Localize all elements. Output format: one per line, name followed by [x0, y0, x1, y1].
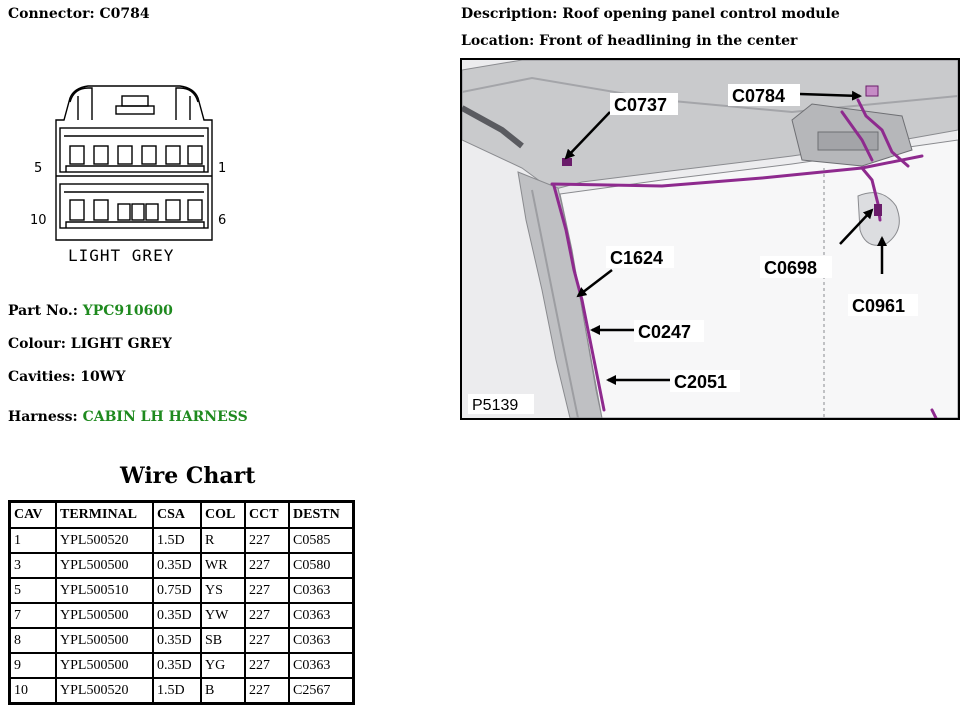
- harness-line: Harness: CABIN LH HARNESS: [8, 409, 248, 425]
- callout-c2051: C2051: [674, 372, 727, 392]
- cavities-line: Cavities: 10WY: [8, 369, 126, 385]
- cell-destn: C0363: [289, 653, 353, 678]
- cell-cct: 227: [245, 653, 289, 678]
- cell-destn: C0363: [289, 603, 353, 628]
- cell-destn: C0585: [289, 528, 353, 553]
- cell-terminal: YPL500500: [56, 603, 153, 628]
- colour-label: Colour:: [8, 336, 66, 352]
- cell-cav: 10: [10, 678, 56, 703]
- table-row: 9 YPL500500 0.35D YG 227 C0363: [10, 653, 353, 678]
- pin-label-5: 5: [34, 161, 42, 176]
- location-label: Location:: [461, 33, 535, 49]
- callout-c0737: C0737: [614, 95, 667, 115]
- cell-csa: 0.35D: [153, 603, 201, 628]
- cell-col: YW: [201, 603, 245, 628]
- cell-cct: 227: [245, 603, 289, 628]
- location-line: Location: Front of headlining in the cen…: [461, 33, 797, 49]
- table-row: 7 YPL500500 0.35D YW 227 C0363: [10, 603, 353, 628]
- cell-col: B: [201, 678, 245, 703]
- cell-col: YS: [201, 578, 245, 603]
- part-number-value: YPC910600: [82, 303, 173, 319]
- cell-terminal: YPL500500: [56, 653, 153, 678]
- table-row: 1 YPL500520 1.5D R 227 C0585: [10, 528, 353, 553]
- header-terminal: TERMINAL: [56, 502, 153, 528]
- cavities-label: Cavities:: [8, 369, 76, 385]
- vehicle-roof-illustration: C0737 C0784 C1624 C0698 C0961 C0247 C205…: [462, 60, 958, 418]
- cell-terminal: YPL500500: [56, 628, 153, 653]
- pin-label-10: 10: [30, 213, 47, 228]
- photo-reference-id: P5139: [472, 397, 518, 414]
- cell-cct: 227: [245, 528, 289, 553]
- cell-cav: 7: [10, 603, 56, 628]
- cell-csa: 1.5D: [153, 528, 201, 553]
- cell-csa: 0.75D: [153, 578, 201, 603]
- callout-c0784: C0784: [732, 86, 785, 106]
- cell-destn: C2567: [289, 678, 353, 703]
- table-row: 3 YPL500500 0.35D WR 227 C0580: [10, 553, 353, 578]
- cell-col: YG: [201, 653, 245, 678]
- pin-label-1: 1: [218, 161, 226, 176]
- wire-chart-header-row: CAV TERMINAL CSA COL CCT DESTN: [10, 502, 353, 528]
- connector-label: Connector:: [8, 6, 95, 22]
- location-photo: C0737 C0784 C1624 C0698 C0961 C0247 C205…: [460, 58, 960, 420]
- cell-csa: 0.35D: [153, 653, 201, 678]
- cell-terminal: YPL500500: [56, 553, 153, 578]
- connector-line: Connector: C0784: [8, 6, 150, 22]
- cell-cct: 227: [245, 678, 289, 703]
- colour-value: LIGHT GREY: [70, 336, 172, 352]
- harness-value: CABIN LH HARNESS: [82, 409, 248, 425]
- colour-line: Colour: LIGHT GREY: [8, 336, 172, 352]
- cavities-value: 10WY: [80, 369, 126, 385]
- cell-destn: C0580: [289, 553, 353, 578]
- cell-csa: 1.5D: [153, 678, 201, 703]
- cell-col: R: [201, 528, 245, 553]
- header-cav: CAV: [10, 502, 56, 528]
- wire-chart-title: Wire Chart: [120, 463, 256, 489]
- location-text: Front of headlining in the center: [539, 33, 798, 49]
- cell-cct: 227: [245, 578, 289, 603]
- pin-label-6: 6: [218, 213, 226, 228]
- cell-terminal: YPL500520: [56, 528, 153, 553]
- cell-col: SB: [201, 628, 245, 653]
- header-destn: DESTN: [289, 502, 353, 528]
- connector-caption: LIGHT GREY: [68, 246, 175, 265]
- cell-cct: 227: [245, 553, 289, 578]
- cell-cct: 227: [245, 628, 289, 653]
- cell-csa: 0.35D: [153, 553, 201, 578]
- cell-destn: C0363: [289, 628, 353, 653]
- callout-c1624: C1624: [610, 248, 663, 268]
- header-cct: CCT: [245, 502, 289, 528]
- cell-cav: 9: [10, 653, 56, 678]
- description-label: Description:: [461, 6, 558, 22]
- wire-chart-table: CAV TERMINAL CSA COL CCT DESTN 1 YPL5005…: [8, 500, 355, 705]
- connector-id: C0784: [99, 6, 150, 22]
- cell-cav: 5: [10, 578, 56, 603]
- cell-col: WR: [201, 553, 245, 578]
- cell-terminal: YPL500520: [56, 678, 153, 703]
- cell-destn: C0363: [289, 578, 353, 603]
- description-text: Roof opening panel control module: [562, 6, 840, 22]
- header-col: COL: [201, 502, 245, 528]
- cell-cav: 3: [10, 553, 56, 578]
- part-number-label: Part No.:: [8, 303, 78, 319]
- table-row: 8 YPL500500 0.35D SB 227 C0363: [10, 628, 353, 653]
- connector-face-diagram: 5 1 10 6: [30, 85, 226, 241]
- table-row: 5 YPL500510 0.75D YS 227 C0363: [10, 578, 353, 603]
- callout-c0698: C0698: [764, 258, 817, 278]
- cell-csa: 0.35D: [153, 628, 201, 653]
- header-csa: CSA: [153, 502, 201, 528]
- harness-label: Harness:: [8, 409, 78, 425]
- cell-terminal: YPL500510: [56, 578, 153, 603]
- table-row: 10 YPL500520 1.5D B 227 C2567: [10, 678, 353, 703]
- callout-c0961: C0961: [852, 296, 905, 316]
- cell-cav: 1: [10, 528, 56, 553]
- part-number-line: Part No.: YPC910600: [8, 303, 173, 319]
- description-line: Description: Roof opening panel control …: [461, 6, 840, 22]
- callout-c0247: C0247: [638, 322, 691, 342]
- cell-cav: 8: [10, 628, 56, 653]
